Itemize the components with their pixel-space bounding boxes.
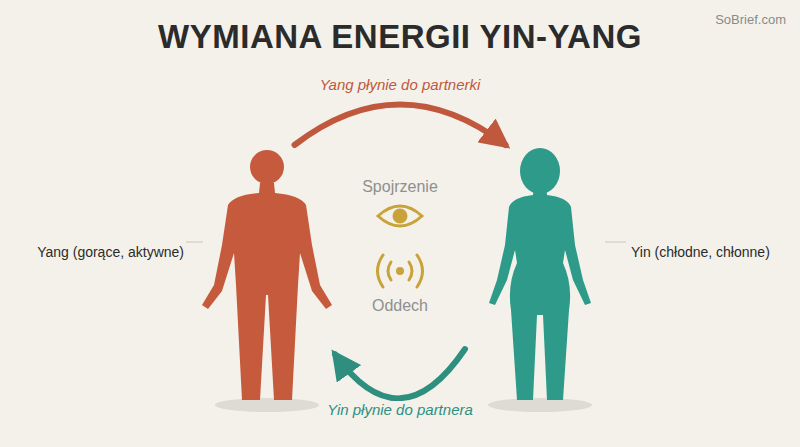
watermark: SoBrief.com <box>715 12 786 27</box>
figure-silhouette <box>200 145 335 410</box>
leader-line <box>186 242 203 243</box>
icon-label: Spojrzenie <box>359 178 441 196</box>
flow-label: Yang płynie do partnerki <box>316 76 485 93</box>
figure-label: Yin (chłodne, chłonne) <box>631 243 770 261</box>
shadow <box>215 398 319 412</box>
figure-node: Yin (chłodne, chłonne) <box>465 145 615 410</box>
diagram-title: WYMIANA ENERGII YIN-YANG <box>0 18 800 56</box>
figure-label: Yang (gorące, aktywne) <box>37 243 184 261</box>
leader-line <box>605 242 626 243</box>
icon-label: Oddech <box>369 297 431 315</box>
figure-node: Yang (gorące, aktywne) <box>200 145 335 410</box>
shadow <box>488 398 592 412</box>
eye-icon <box>378 206 422 226</box>
flow-label: Yin płynie do partnera <box>323 401 477 418</box>
flow-arrow <box>335 349 465 398</box>
figure-silhouette <box>465 145 615 410</box>
flow-arrow <box>295 105 506 146</box>
breath-icon <box>378 255 423 287</box>
